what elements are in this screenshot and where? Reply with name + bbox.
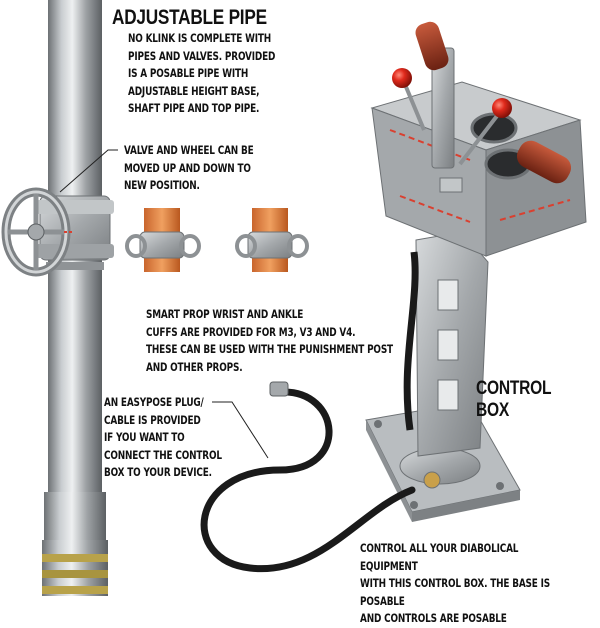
cable-note: AN EASYPOSE PLUG/ CABLE IS PROVIDED IF Y… [104,395,222,479]
control-box-description: CONTROL ALL YOUR DIABOLICAL EQUIPMENT WI… [360,541,550,625]
cable-callout-line [212,401,269,459]
control-box [370,21,587,257]
adjustable-pipe-title: ADJUSTABLE PIPE [112,6,267,29]
wrist-cuff-left [125,208,201,272]
valve-wheel [1,187,114,277]
cuffs-note: SMART PROP WRIST AND ANKLE CUFFS ARE PRO… [146,307,393,374]
adjustable-pipe [42,0,108,596]
control-box-column [415,231,489,457]
illustration [1,0,587,596]
control-box-title: CONTROL BOX [476,378,552,421]
adjustable-pipe-description: NO KLINK IS COMPLETE WITH PIPES AND VALV… [128,31,276,115]
cable-plug [269,381,289,397]
wrist-cuff-right [235,208,309,272]
valve-callout-line [59,149,118,193]
easypose-cable [200,388,416,573]
valve-note: VALVE AND WHEEL CAN BE MOVED UP AND DOWN… [124,143,254,192]
